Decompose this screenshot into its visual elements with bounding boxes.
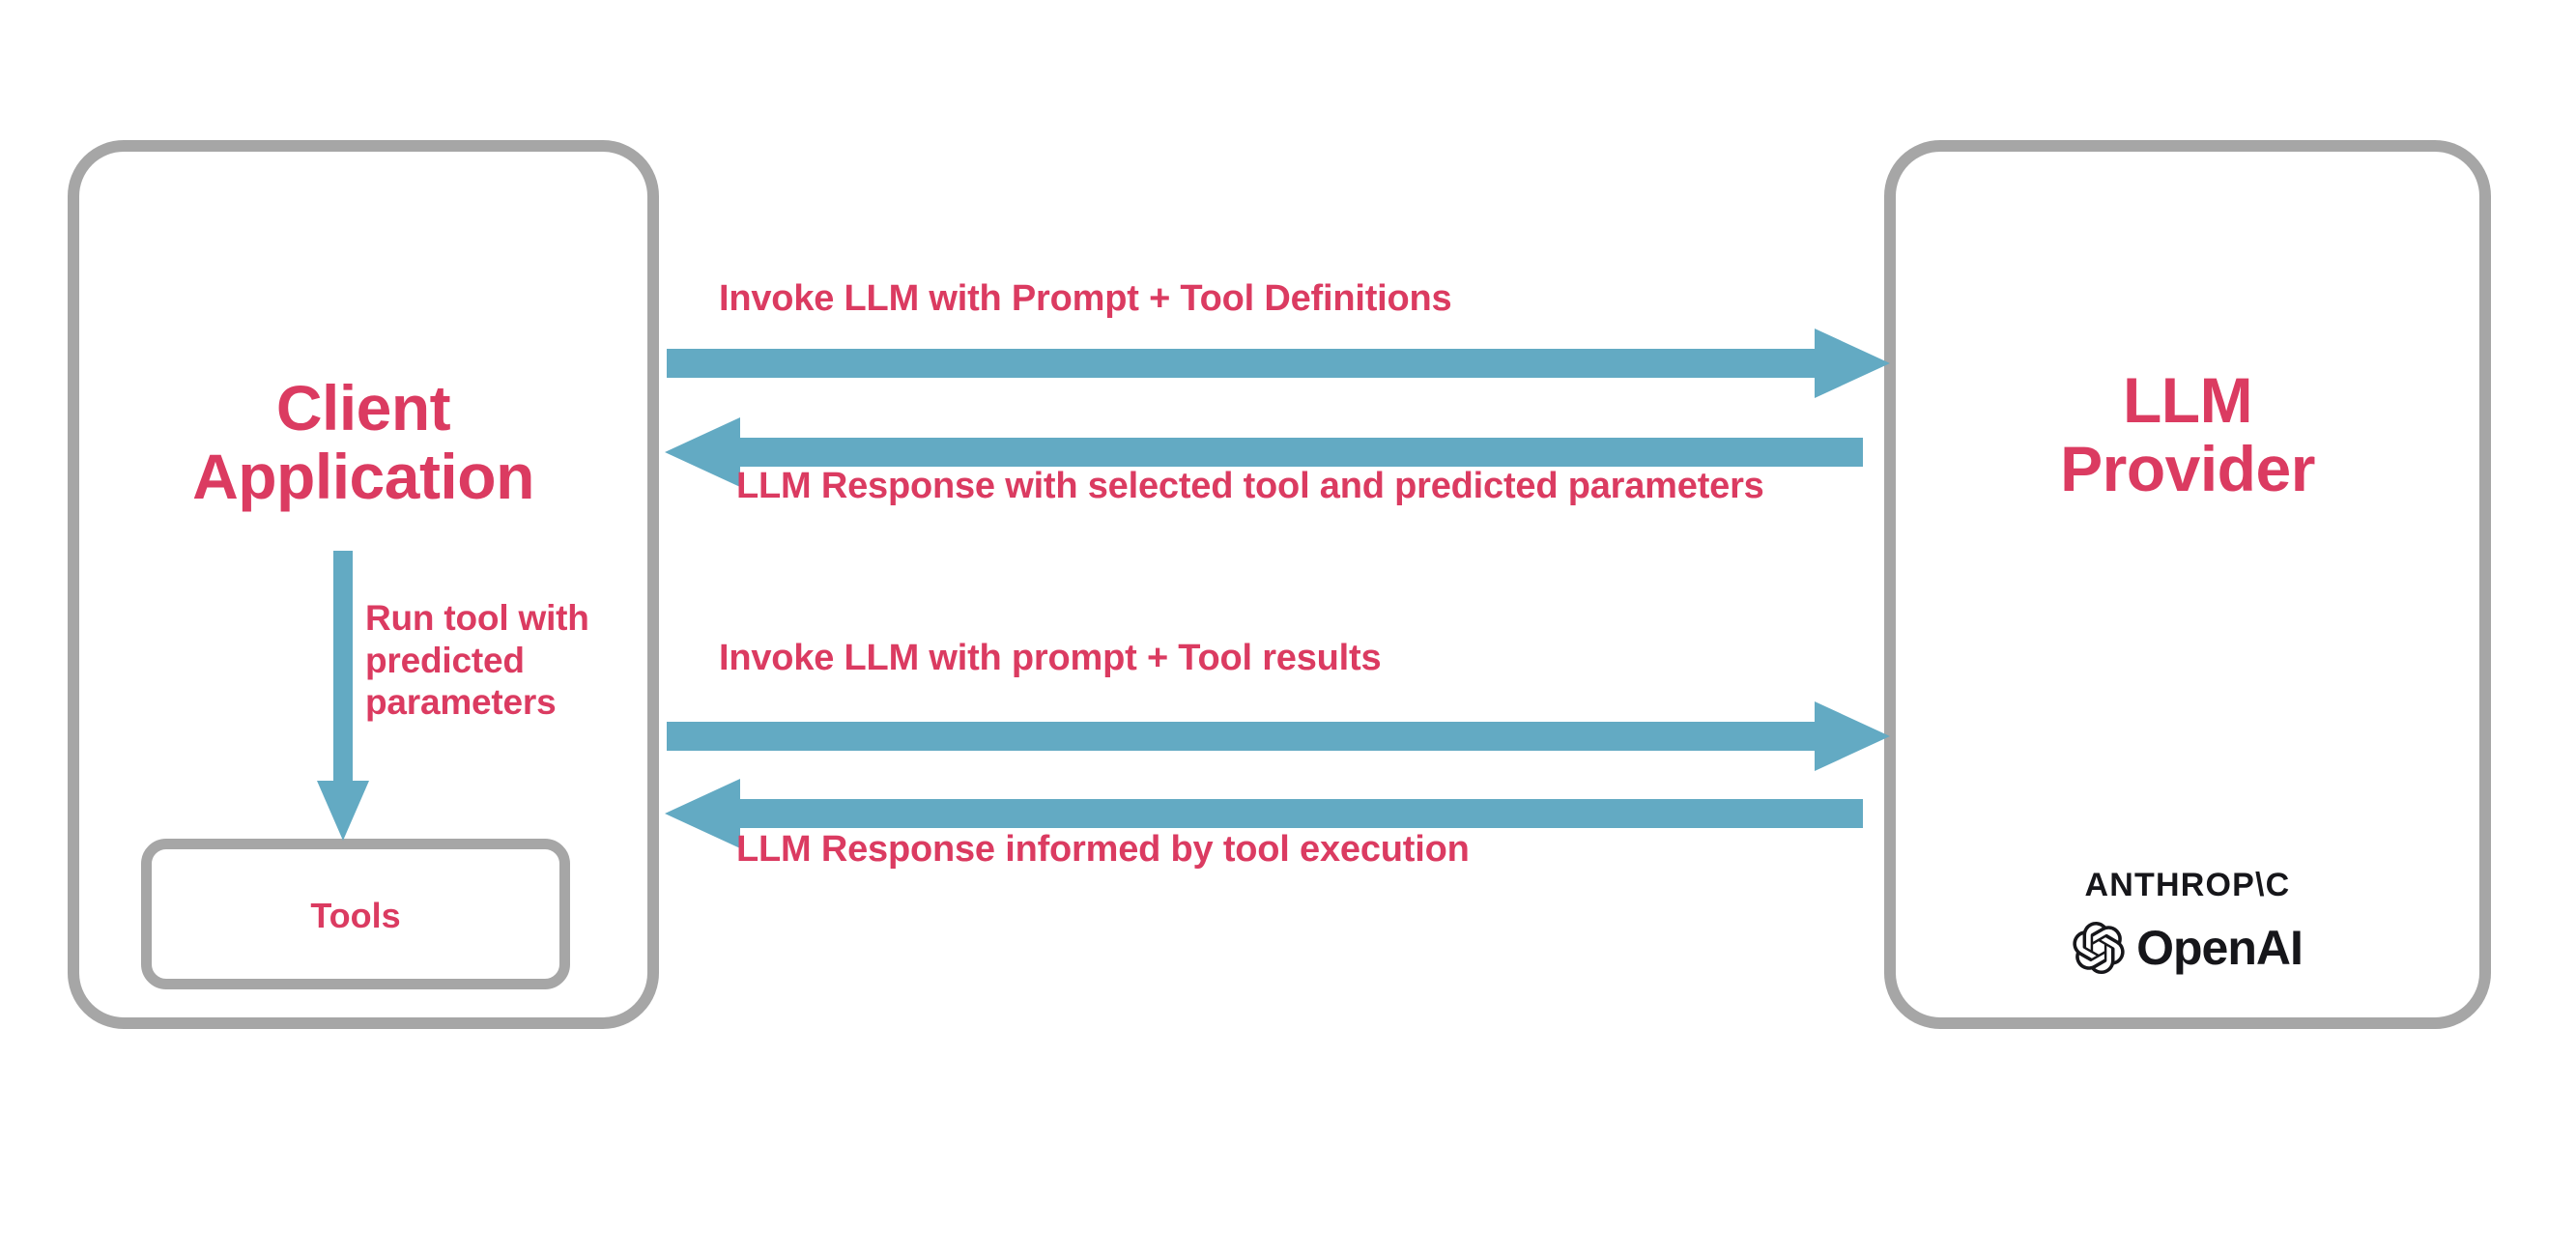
openai-wordmark: OpenAI <box>2136 921 2304 975</box>
arrow-response-1 <box>665 417 1863 487</box>
flow-label-response-1: LLM Response with selected tool and pred… <box>736 466 1764 506</box>
arrow-run-tool <box>317 551 369 841</box>
tools-label: Tools <box>310 896 401 935</box>
tools-box[interactable]: Tools <box>141 839 570 989</box>
flow-label-invoke-2: Invoke LLM with prompt + Tool results <box>719 638 1382 678</box>
flow-label-response-2: LLM Response informed by tool execution <box>736 829 1470 870</box>
openai-knot-icon <box>2073 922 2125 974</box>
arrow-invoke-1 <box>667 329 1890 398</box>
anthropic-logo: ANTHROP\C <box>2084 867 2291 903</box>
llm-provider-box[interactable]: LLM Provider ANTHROP\C OpenAI <box>1884 140 2491 1029</box>
arrow-invoke-2 <box>667 701 1890 771</box>
client-application-title: Client Application <box>192 372 534 513</box>
flow-label-run-tool: Run tool with predicted parameters <box>365 598 589 723</box>
llm-provider-title: LLM Provider <box>2060 364 2315 505</box>
openai-logo: OpenAI <box>1896 920 2479 976</box>
arrow-response-2 <box>665 779 1863 848</box>
flow-label-invoke-1: Invoke LLM with Prompt + Tool Definition… <box>719 278 1452 319</box>
